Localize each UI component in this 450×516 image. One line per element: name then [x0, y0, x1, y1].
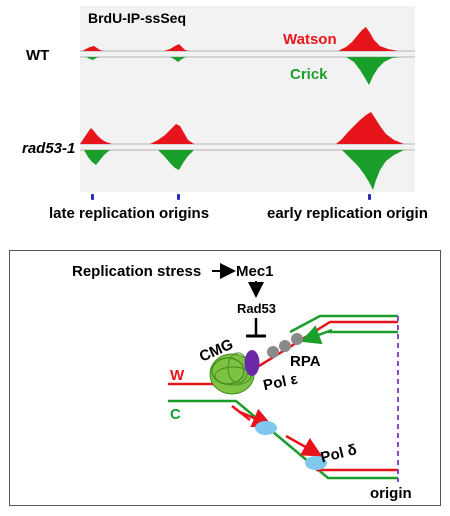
upper-crick-arrow	[300, 325, 333, 345]
watson-peak-rad53-1	[80, 128, 112, 144]
early-origin-label: early replication origin	[267, 205, 428, 222]
origin-label: origin	[370, 485, 412, 502]
top-panel: BrdU-IP-ssSeq WT Watson Crick rad53-1	[22, 6, 428, 222]
watson-strand	[168, 320, 398, 386]
watson-peak-wt-2	[164, 44, 190, 51]
crick-label: C	[170, 406, 181, 423]
crick-peak-wt-2	[170, 57, 186, 62]
mec1-label: Mec1	[236, 263, 274, 280]
bottom-panel: Replication stress Mec1 Rad53	[9, 250, 441, 506]
rpa-1	[267, 346, 279, 358]
pol-epsilon	[244, 350, 260, 376]
pol-delta-1	[255, 421, 277, 435]
late-origins-label: late replication origins	[49, 205, 209, 222]
crick-peak-rad53-2	[158, 150, 194, 170]
watson-peak-rad53-3	[336, 112, 404, 144]
legend-watson: Watson	[283, 31, 337, 48]
track-wt: WT Watson Crick	[26, 27, 415, 85]
rpa-2	[279, 340, 291, 352]
legend-crick: Crick	[290, 66, 328, 83]
origin-marker-1	[91, 194, 94, 200]
upper-crick-strand	[289, 314, 398, 334]
track-rad53: rad53-1	[22, 112, 415, 190]
crick-strand	[168, 399, 398, 480]
crick-peak-rad53-1	[84, 150, 110, 165]
replication-stress-label: Replication stress	[72, 263, 201, 280]
watson-peak-wt-1	[82, 46, 104, 51]
track-label-wt: WT	[26, 47, 49, 64]
origin-marker-2	[177, 194, 180, 200]
rpa-3	[291, 333, 303, 345]
crick-peak-rad53-3	[342, 150, 404, 190]
top-panel-title: BrdU-IP-ssSeq	[88, 10, 186, 26]
crick-peak-wt-1	[86, 57, 99, 60]
crick-peak-wt-3	[346, 57, 400, 85]
pol-delta-2	[305, 456, 327, 470]
origin-marker-3	[368, 194, 371, 200]
lagging-arrow-2	[285, 434, 323, 457]
watson-peak-rad53-2	[150, 124, 194, 144]
watson-label: W	[170, 367, 185, 384]
track-label-rad53: rad53-1	[22, 140, 75, 157]
rpa-label: RPA	[290, 353, 321, 370]
watson-peak-wt-3	[338, 27, 398, 51]
rad53-label: Rad53	[237, 301, 276, 316]
pol-epsilon-label: Pol ε	[262, 371, 299, 395]
